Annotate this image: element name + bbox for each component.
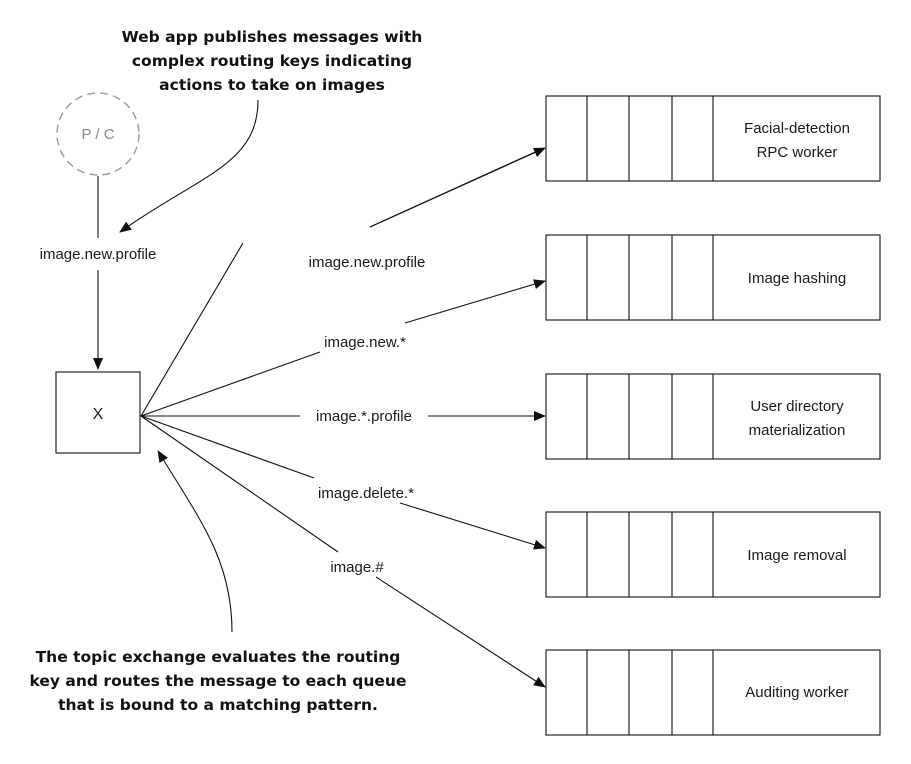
queue-label-line-2: RPC worker (757, 144, 838, 161)
queue-label-line-1: Image removal (747, 547, 846, 564)
bottom-callout-line-3: that is bound to a matching pattern. (58, 696, 378, 714)
queue-auditing-worker: Auditing worker (545, 649, 881, 736)
queue-label-line-1: Auditing worker (745, 684, 848, 701)
publisher-label: P / C (81, 126, 114, 143)
binding-arrow-2 (404, 279, 546, 324)
binding-pattern-4: image.delete.* (318, 485, 414, 502)
bottom-callout-line-2: key and routes the message to each queue (30, 672, 407, 690)
bottom-callout-arrow (157, 450, 233, 633)
binding-arrow-4 (399, 502, 546, 550)
bottom-callout-line-1: The topic exchange evaluates the routing (36, 648, 401, 666)
top-callout-line-3: actions to take on images (159, 76, 385, 94)
queue-label-line-1: User directory (750, 398, 844, 415)
top-callout-line-2: complex routing keys indicating (132, 52, 412, 70)
binding-pattern-1: image.new.profile (309, 254, 426, 271)
binding-pattern-2: image.new.* (324, 334, 406, 351)
exchange-node: X (55, 371, 141, 454)
binding-line-4a (140, 415, 315, 479)
queue-image-hashing: Image hashing (545, 234, 881, 321)
binding-labels: image.new.profile image.new.* image.*.pr… (309, 254, 426, 576)
exchange-box (55, 371, 141, 454)
top-callout: Web app publishes messages with complex … (122, 28, 423, 94)
publisher-circle (56, 92, 140, 176)
binding-pattern-5: image.# (330, 559, 384, 576)
published-routing-key: image.new.profile (40, 246, 157, 263)
binding-line-2a (140, 351, 321, 417)
exchange-label: X (93, 406, 104, 423)
queue-label-line-1: Facial-detection (744, 120, 850, 137)
queue-facial-detection: Facial-detection RPC worker (545, 95, 881, 182)
binding-arrows (140, 147, 546, 688)
bottom-callout: The topic exchange evaluates the routing… (30, 648, 407, 714)
binding-arrow-5 (375, 576, 546, 688)
queue-label-line-1: Image hashing (748, 270, 846, 287)
binding-line-1 (140, 147, 545, 417)
queue-image-removal: Image removal (545, 511, 881, 598)
binding-pattern-3: image.*.profile (316, 408, 412, 425)
publisher-node: P / C (56, 92, 140, 176)
binding-line-5a (140, 415, 339, 553)
queue-user-directory: User directory materialization (545, 373, 881, 460)
top-callout-line-1: Web app publishes messages with (122, 28, 423, 46)
queue-label-line-2: materialization (749, 422, 846, 439)
binding-arrow-1 (369, 147, 546, 228)
top-callout-arrow (119, 99, 259, 233)
